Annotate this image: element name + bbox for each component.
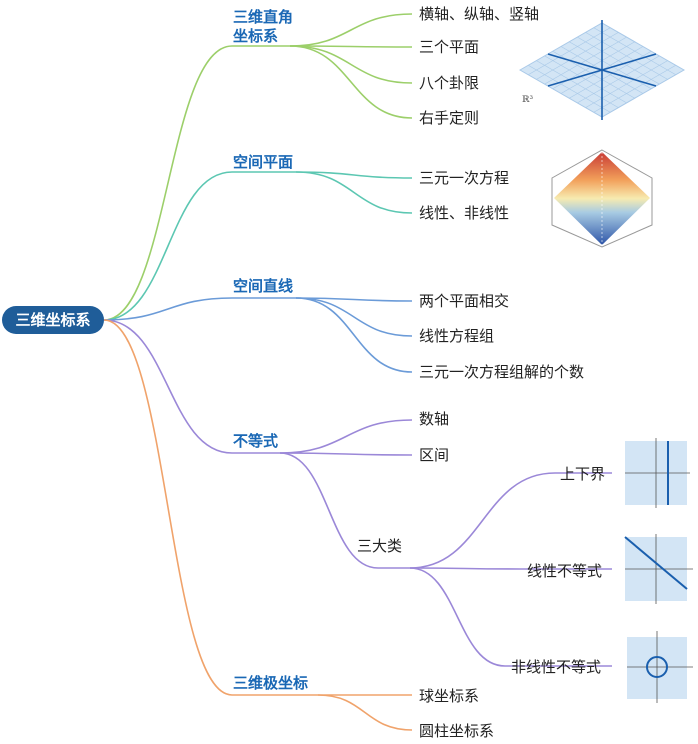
edge-root-cartesian bbox=[103, 45, 290, 321]
leaf-right-hand-rule[interactable]: 右手定则 bbox=[419, 109, 480, 127]
edge-sub-1 bbox=[409, 567, 612, 570]
edge-sub-2 bbox=[409, 567, 612, 667]
diagonal-line-icon bbox=[624, 534, 693, 604]
branch-cartesian-line1: 三维直角 bbox=[233, 8, 294, 26]
edge-cartesian-2 bbox=[289, 45, 413, 84]
sub-three-categories[interactable]: 三大类 bbox=[357, 537, 403, 555]
edge-line-1 bbox=[295, 297, 413, 337]
edge-line-0 bbox=[295, 297, 413, 302]
grid-line bbox=[585, 60, 668, 108]
edge-cartesian-0 bbox=[289, 13, 413, 47]
branch-inequality[interactable]: 不等式 bbox=[233, 432, 279, 450]
edge-line-2 bbox=[295, 297, 413, 373]
leaf-interval[interactable]: 区间 bbox=[419, 446, 450, 464]
edge-root-polar bbox=[103, 319, 318, 696]
edge-cartesian-1 bbox=[289, 45, 413, 48]
edge-inequality-sub bbox=[279, 452, 410, 569]
branch-plane[interactable]: 空间平面 bbox=[233, 153, 294, 171]
leaf-bounds[interactable]: 上下界 bbox=[560, 465, 606, 483]
branch-line[interactable]: 空间直线 bbox=[233, 277, 294, 295]
branch-polar[interactable]: 三维极坐标 bbox=[233, 674, 309, 692]
vertical-line-icon bbox=[625, 438, 690, 508]
leaf-two-planes-intersect[interactable]: 两个平面相交 bbox=[419, 292, 510, 310]
leaf-linear-nonlinear[interactable]: 线性、非线性 bbox=[419, 204, 510, 222]
leaf-nonlinear-inequality[interactable]: 非线性不等式 bbox=[511, 658, 602, 676]
grid-line bbox=[577, 55, 660, 104]
leaf-linear-inequality[interactable]: 线性不等式 bbox=[527, 562, 603, 580]
circle-icon bbox=[627, 631, 693, 703]
root-node[interactable]: 三维坐标系 bbox=[2, 306, 104, 334]
edge-plane-0 bbox=[295, 171, 413, 179]
leaf-solution-count[interactable]: 三元一次方程组解的个数 bbox=[419, 363, 585, 381]
svg-text:ℝ³: ℝ³ bbox=[522, 95, 533, 105]
leaf-spherical[interactable]: 球坐标系 bbox=[419, 687, 480, 705]
grid-line bbox=[577, 36, 660, 85]
edge-root-inequality bbox=[103, 319, 280, 454]
edge-inequality-1 bbox=[279, 452, 413, 456]
grid-line bbox=[593, 27, 676, 75]
edge-root-line bbox=[103, 297, 296, 321]
leaf-axes[interactable]: 横轴、纵轴、竖轴 bbox=[419, 5, 540, 23]
leaf-linear-equation[interactable]: 三元一次方程 bbox=[419, 169, 510, 187]
edge-root-plane bbox=[103, 171, 296, 321]
edge-polar-1 bbox=[317, 694, 413, 731]
3d-grid-icon: ℝ³ bbox=[518, 20, 686, 120]
branch-cartesian-line2: 坐标系 bbox=[233, 27, 279, 45]
edge-cartesian-3 bbox=[289, 45, 413, 119]
leaf-number-line[interactable]: 数轴 bbox=[419, 410, 450, 428]
leaf-three-planes[interactable]: 三个平面 bbox=[419, 38, 480, 56]
edge-plane-1 bbox=[295, 171, 413, 214]
edge-sub-0 bbox=[409, 472, 612, 569]
leaf-cylindrical[interactable]: 圆柱坐标系 bbox=[419, 722, 495, 740]
grid-line bbox=[593, 65, 676, 113]
edge-inequality-0 bbox=[279, 419, 413, 454]
branch-cartesian[interactable]: 三维直角 坐标系 bbox=[233, 8, 293, 46]
hexagon-surface-icon bbox=[551, 149, 653, 248]
leaf-octants[interactable]: 八个卦限 bbox=[419, 74, 480, 92]
leaf-linear-system[interactable]: 线性方程组 bbox=[419, 327, 495, 345]
grid-line bbox=[585, 32, 668, 80]
